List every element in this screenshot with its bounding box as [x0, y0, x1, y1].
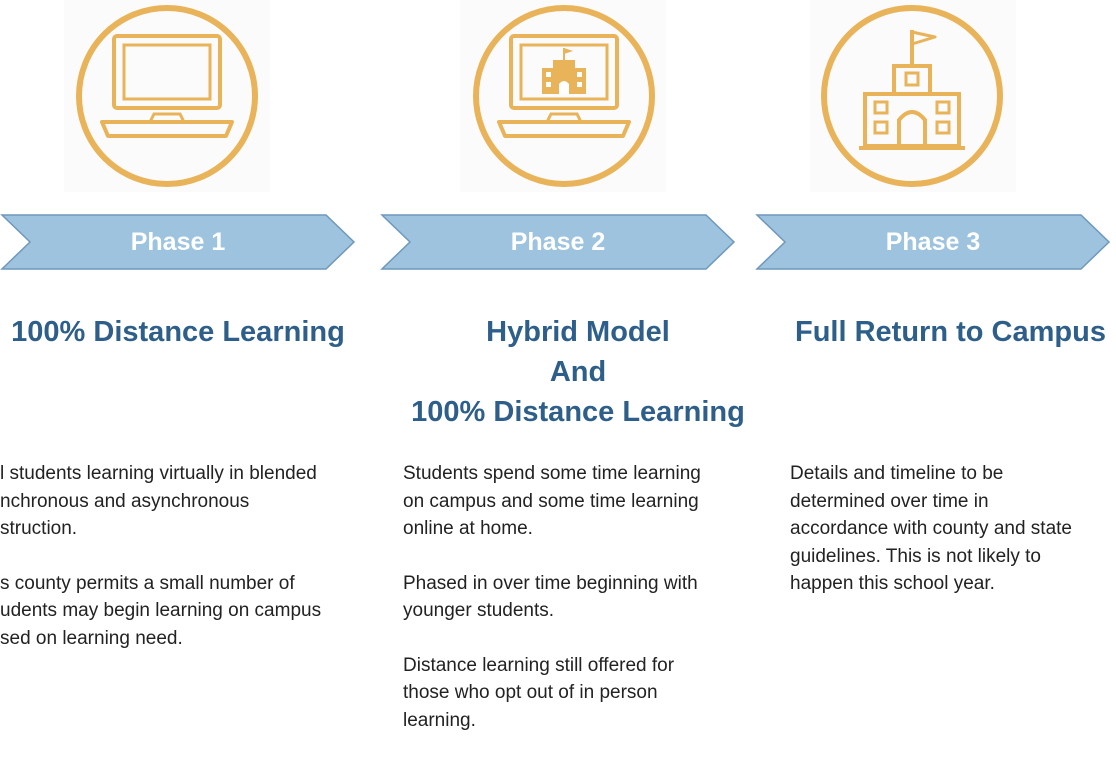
- phase-1-title: 100% Distance Learning: [11, 316, 345, 348]
- phase-2-chevron: Phase 2: [380, 213, 736, 271]
- phase-3-title: Full Return to Campus: [795, 316, 1106, 348]
- phase-2-label: Phase 2: [510, 228, 606, 256]
- phase-1-icon-background: [64, 0, 270, 192]
- phase-3-label: Phase 3: [885, 228, 981, 256]
- laptop-school-icon: [473, 5, 655, 187]
- laptop-icon: [76, 5, 258, 187]
- phase-1-label: Phase 1: [130, 228, 226, 256]
- school-building-icon: [821, 5, 1003, 187]
- phase-2-icon-background: [460, 0, 666, 192]
- phase-1-chevron: Phase 1: [0, 213, 356, 271]
- phase-1-description: l students learning virtually in blended…: [0, 460, 370, 679]
- paragraph: l students learning virtually in blended…: [0, 463, 317, 539]
- phase-3-chevron: Phase 3: [755, 213, 1111, 271]
- phase-2-title: Hybrid Model And 100% Distance Learning: [411, 316, 745, 428]
